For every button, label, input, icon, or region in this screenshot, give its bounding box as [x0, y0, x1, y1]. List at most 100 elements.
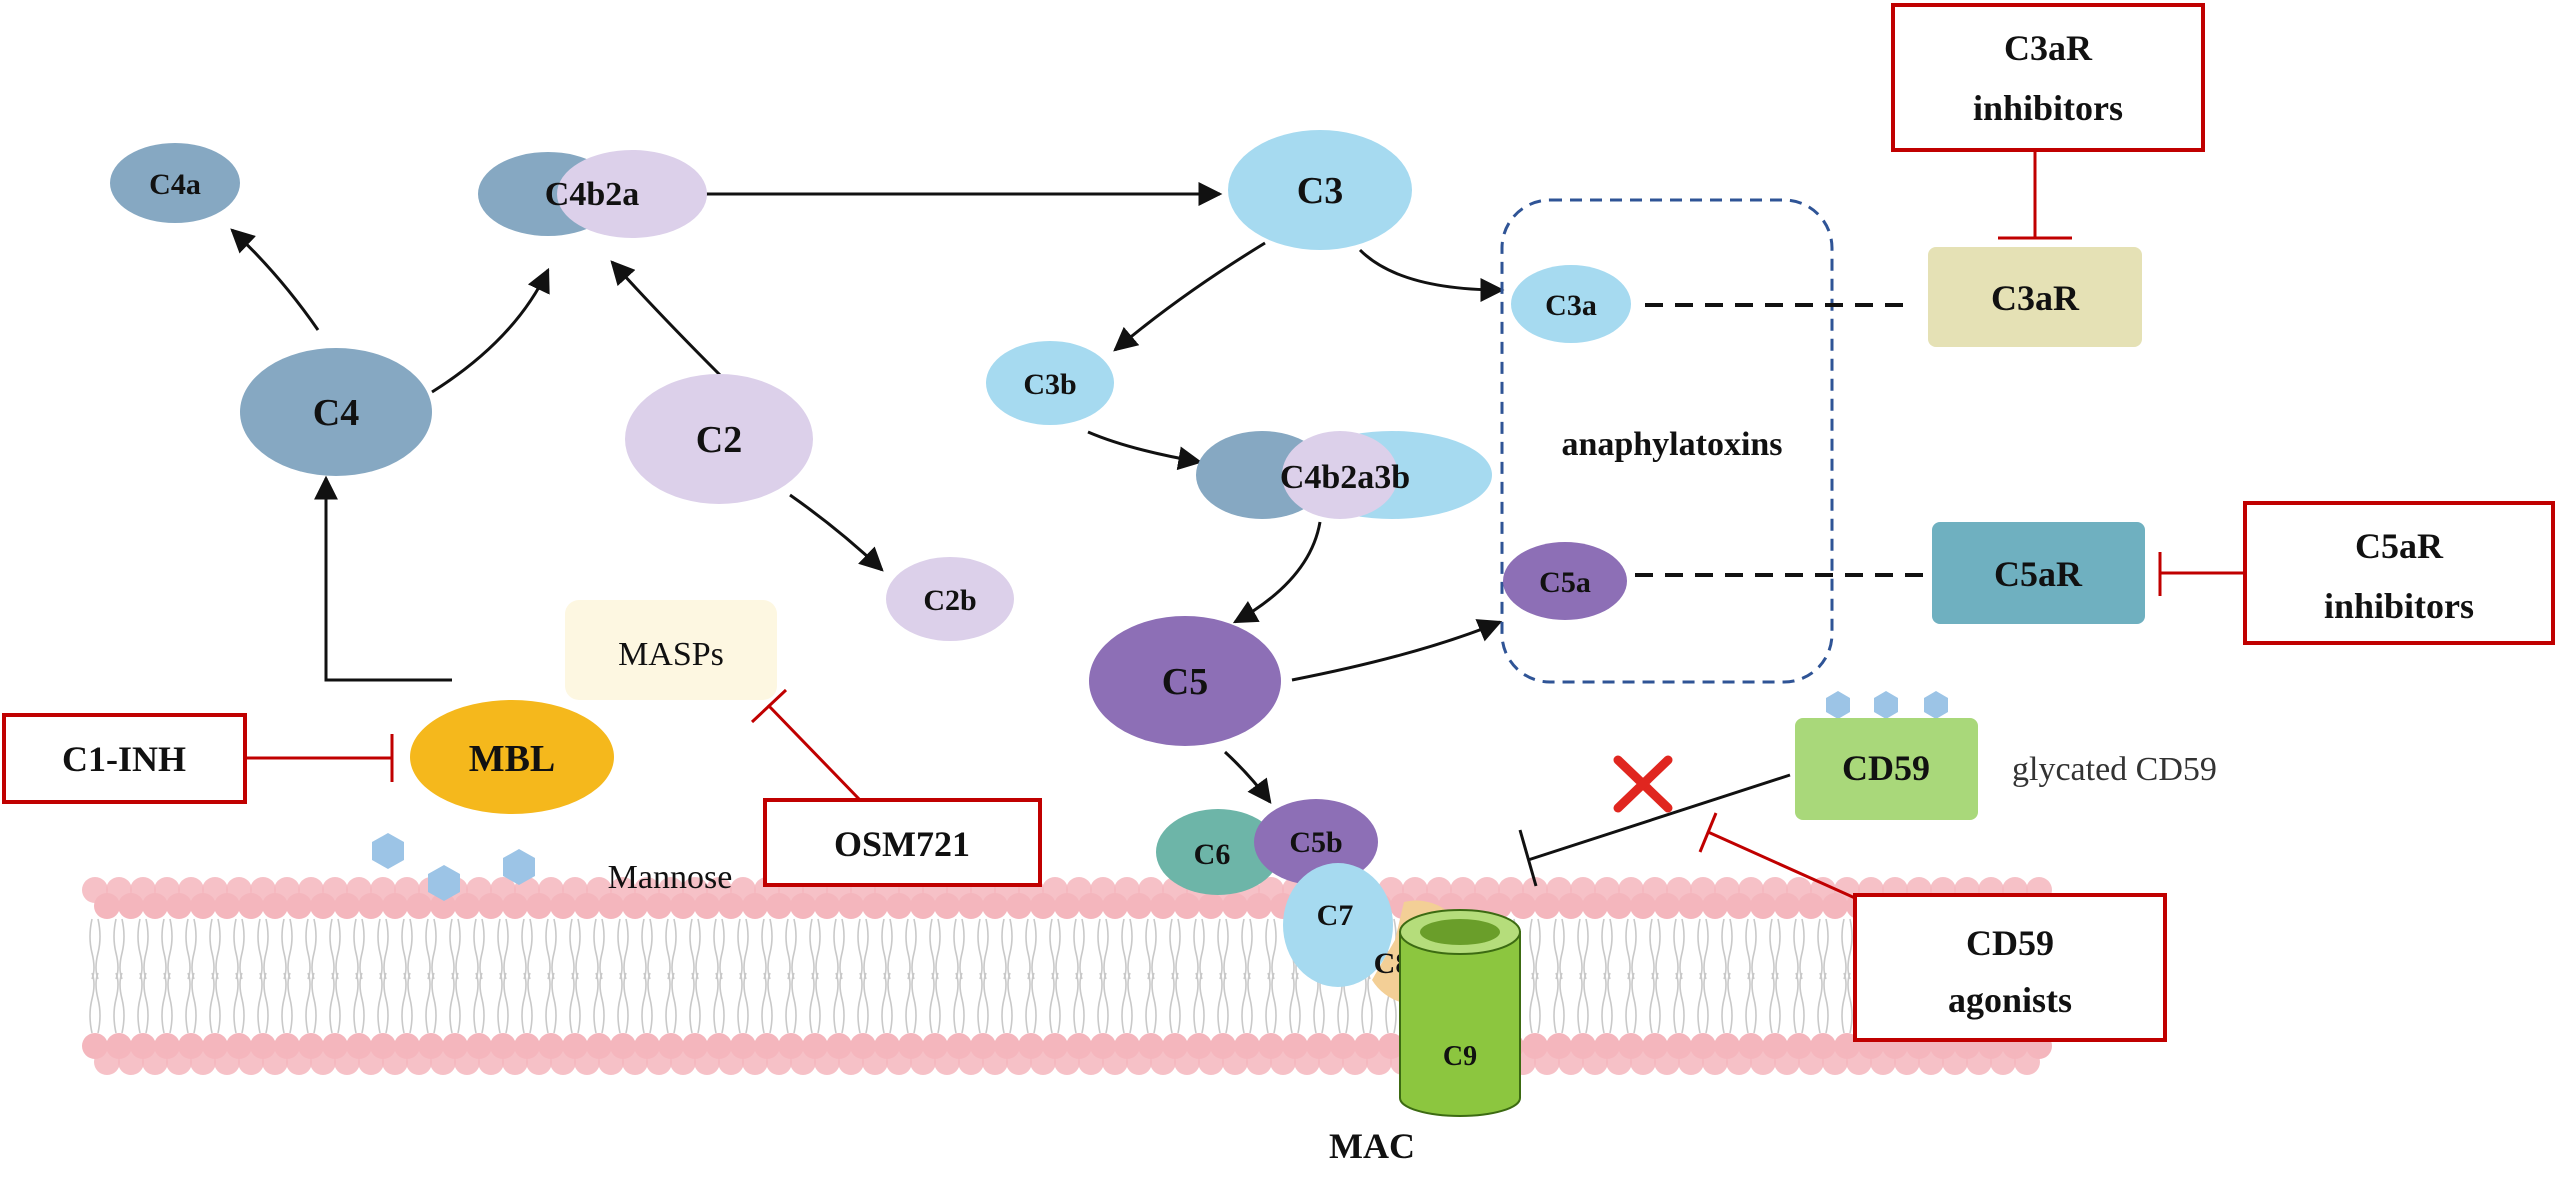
lipid-head — [550, 893, 576, 919]
cd59-glycan-hexagon — [1874, 691, 1898, 719]
node-mbl-label: MBL — [469, 738, 556, 780]
lipid-head — [1582, 893, 1608, 919]
node-c2: C2 — [625, 374, 813, 504]
node-c4: C4 — [240, 348, 432, 476]
cd59-agonists-box: CD59 agonists — [1853, 893, 2167, 1042]
lipid-head — [1078, 893, 1104, 919]
lipid-head — [1750, 1049, 1776, 1075]
node-c6-label: C6 — [1194, 838, 1231, 871]
arrow-c3b-to-c4b2a3b — [1087, 430, 1203, 471]
lipid-head — [790, 893, 816, 919]
lipid-head — [454, 893, 480, 919]
glycated-cd59-label: glycated CD59 — [2012, 751, 2217, 788]
lipid-head — [1198, 893, 1224, 919]
anaphylatoxins-box — [1500, 198, 1834, 684]
lipid-head — [1150, 1049, 1176, 1075]
lipid-head — [1174, 893, 1200, 919]
lipid-head — [1246, 1049, 1272, 1075]
lipid-head — [430, 893, 456, 919]
cd59-agonist-bar — [1698, 812, 1718, 853]
lipid-head — [670, 1049, 696, 1075]
lipid-head — [1294, 1049, 1320, 1075]
mannose-label: Mannose — [608, 859, 733, 896]
lipid-head — [790, 1049, 816, 1075]
lipid-head — [166, 893, 192, 919]
c1-inh-box: C1-INH — [2, 713, 247, 804]
lipid-head — [1702, 1049, 1728, 1075]
lipid-head — [886, 1049, 912, 1075]
node-mbl: MBL — [410, 700, 614, 814]
lipid-head — [694, 893, 720, 919]
lipid-head — [118, 1049, 144, 1075]
lipid-head — [286, 1049, 312, 1075]
lipid-head — [1102, 1049, 1128, 1075]
lipid-head — [238, 1049, 264, 1075]
lipid-head — [574, 1049, 600, 1075]
arrow-c3-to-c3b — [1113, 241, 1266, 352]
node-c5a-label: C5a — [1539, 566, 1591, 599]
mannose-glycans — [372, 833, 535, 901]
lipid-head — [94, 893, 120, 919]
lipid-head — [358, 893, 384, 919]
lipid-head — [598, 893, 624, 919]
lipid-head — [574, 893, 600, 919]
node-c3b-label: C3b — [1023, 368, 1076, 401]
lipid-head — [1078, 1049, 1104, 1075]
lipid-head — [526, 1049, 552, 1075]
lipid-head — [1222, 893, 1248, 919]
node-c2-label: C2 — [696, 419, 742, 461]
lipid-head — [1798, 893, 1824, 919]
lipid-head — [1678, 893, 1704, 919]
lipid-head — [670, 893, 696, 919]
lipid-head — [262, 1049, 288, 1075]
lipid-head — [1534, 893, 1560, 919]
node-c3ar-label: C3aR — [1991, 278, 2080, 318]
lipid-head — [1678, 1049, 1704, 1075]
node-c4b2a-label: C4b2a — [545, 176, 639, 213]
node-c4a: C4a — [110, 143, 240, 223]
arrow-c2-to-c2b — [789, 493, 884, 572]
node-c3: C3 — [1228, 130, 1412, 250]
inhibitor-lines — [245, 150, 2245, 900]
lipid-head — [694, 1049, 720, 1075]
arrow-c5-to-c5a — [1291, 619, 1503, 682]
lipid-head — [862, 893, 888, 919]
node-c7 — [1283, 863, 1393, 987]
arrow-c4-to-c4a — [230, 228, 320, 331]
arrow-c4b2a3b-to-c5 — [1232, 521, 1322, 624]
lipid-head — [718, 1049, 744, 1075]
cd59-agonists-line2: agonists — [1948, 980, 2072, 1020]
lipid-head — [238, 893, 264, 919]
lipid-head — [382, 1049, 408, 1075]
lipid-head — [1942, 1049, 1968, 1075]
node-c3b: C3b — [986, 341, 1114, 425]
node-c6 — [1156, 809, 1280, 895]
lipid-head — [958, 893, 984, 919]
cd59-inhibits-mac — [1518, 773, 1791, 887]
mac-complex: C6 C5b C7 C8 C9 — [1156, 799, 1521, 1117]
node-c9-label: C9 — [1443, 1041, 1477, 1072]
lipid-head — [358, 1049, 384, 1075]
lipid-head — [1750, 893, 1776, 919]
lipid-head — [1606, 893, 1632, 919]
lipid-head — [1510, 893, 1536, 919]
lipid-head — [118, 893, 144, 919]
lipid-head — [1006, 893, 1032, 919]
lipid-head — [1366, 1049, 1392, 1075]
lipid-head — [958, 1049, 984, 1075]
lipid-head — [1990, 1049, 2016, 1075]
lipid-head — [718, 893, 744, 919]
arrow-c5-to-c5b — [1223, 750, 1272, 804]
lipid-head — [1918, 1049, 1944, 1075]
node-c3a: C3a — [1511, 265, 1631, 343]
lipid-head — [934, 1049, 960, 1075]
lipid-head — [1102, 893, 1128, 919]
lipid-head — [1582, 1049, 1608, 1075]
lipid-head — [910, 893, 936, 919]
node-c4-label: C4 — [313, 392, 359, 434]
lipid-head — [982, 1049, 1008, 1075]
node-c5ar-label: C5aR — [1994, 554, 2083, 594]
lipid-head — [1774, 893, 1800, 919]
lipid-head — [814, 1049, 840, 1075]
